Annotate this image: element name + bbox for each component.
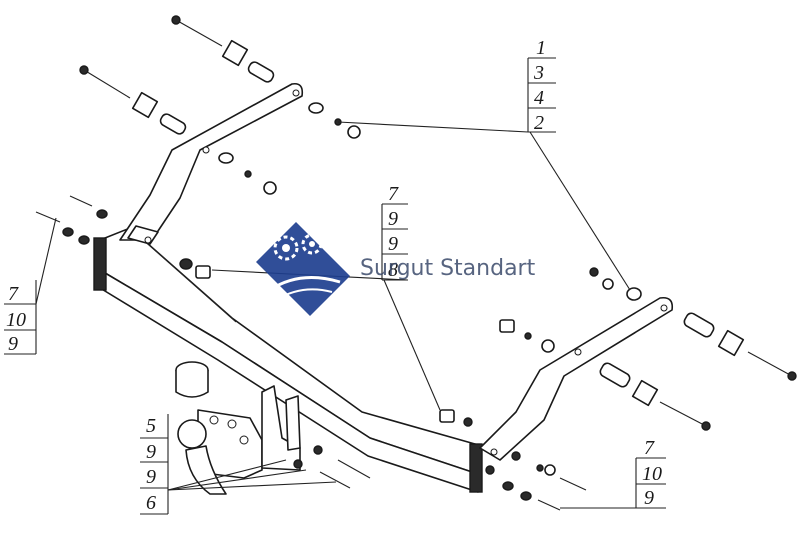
callout-label: 10 xyxy=(642,463,662,485)
fasteners-center xyxy=(179,258,211,279)
crossbar-end-cap-right xyxy=(469,443,483,493)
callout-label: 8 xyxy=(388,259,398,281)
callout-label: 7 xyxy=(8,283,19,305)
callout-label: 9 xyxy=(8,333,18,355)
callout-label: 4 xyxy=(534,87,544,109)
callout-bottom-right: 7 10 9 xyxy=(635,437,666,509)
callout-left: 7 10 9 xyxy=(4,280,37,355)
watermark-logo: Surgut Standart xyxy=(256,222,536,316)
watermark-text: Surgut Standart xyxy=(360,256,536,281)
callout-center: 7 9 9 8 xyxy=(381,183,408,281)
callout-label: 7 xyxy=(388,183,399,205)
fasteners-hitch xyxy=(293,445,371,489)
leader-lines xyxy=(35,121,636,509)
right-bracket xyxy=(479,296,674,461)
fasteners-right-bracket xyxy=(499,267,797,431)
callout-label: 3 xyxy=(533,62,544,84)
crossbar-end-cap-left xyxy=(93,237,107,291)
callout-top-right: 1 3 4 2 xyxy=(527,37,556,134)
callout-label: 9 xyxy=(146,466,156,488)
fasteners-top-left xyxy=(79,15,275,135)
left-bracket xyxy=(119,82,304,245)
callout-label: 9 xyxy=(388,208,398,230)
ball-neck xyxy=(185,445,227,495)
callout-label: 10 xyxy=(6,309,26,331)
crossbar xyxy=(93,227,483,493)
callout-label: 2 xyxy=(534,112,544,134)
callout-label: 1 xyxy=(536,37,546,59)
hitch-assembly xyxy=(175,361,301,495)
callout-label: 7 xyxy=(644,437,655,459)
logo-diamond-icon xyxy=(256,222,350,316)
gear-icon xyxy=(301,233,323,255)
callout-label: 9 xyxy=(146,441,156,463)
callout-label: 6 xyxy=(146,492,156,514)
fasteners-left xyxy=(35,195,108,245)
tow-ball xyxy=(177,419,207,449)
gear-icon xyxy=(273,235,299,261)
callout-label: 5 xyxy=(146,415,156,437)
callout-label: 9 xyxy=(644,487,654,509)
callout-label: 9 xyxy=(388,233,398,255)
fasteners-lower-right xyxy=(439,409,587,511)
callout-bottom-left: 5 9 9 6 xyxy=(140,414,169,515)
